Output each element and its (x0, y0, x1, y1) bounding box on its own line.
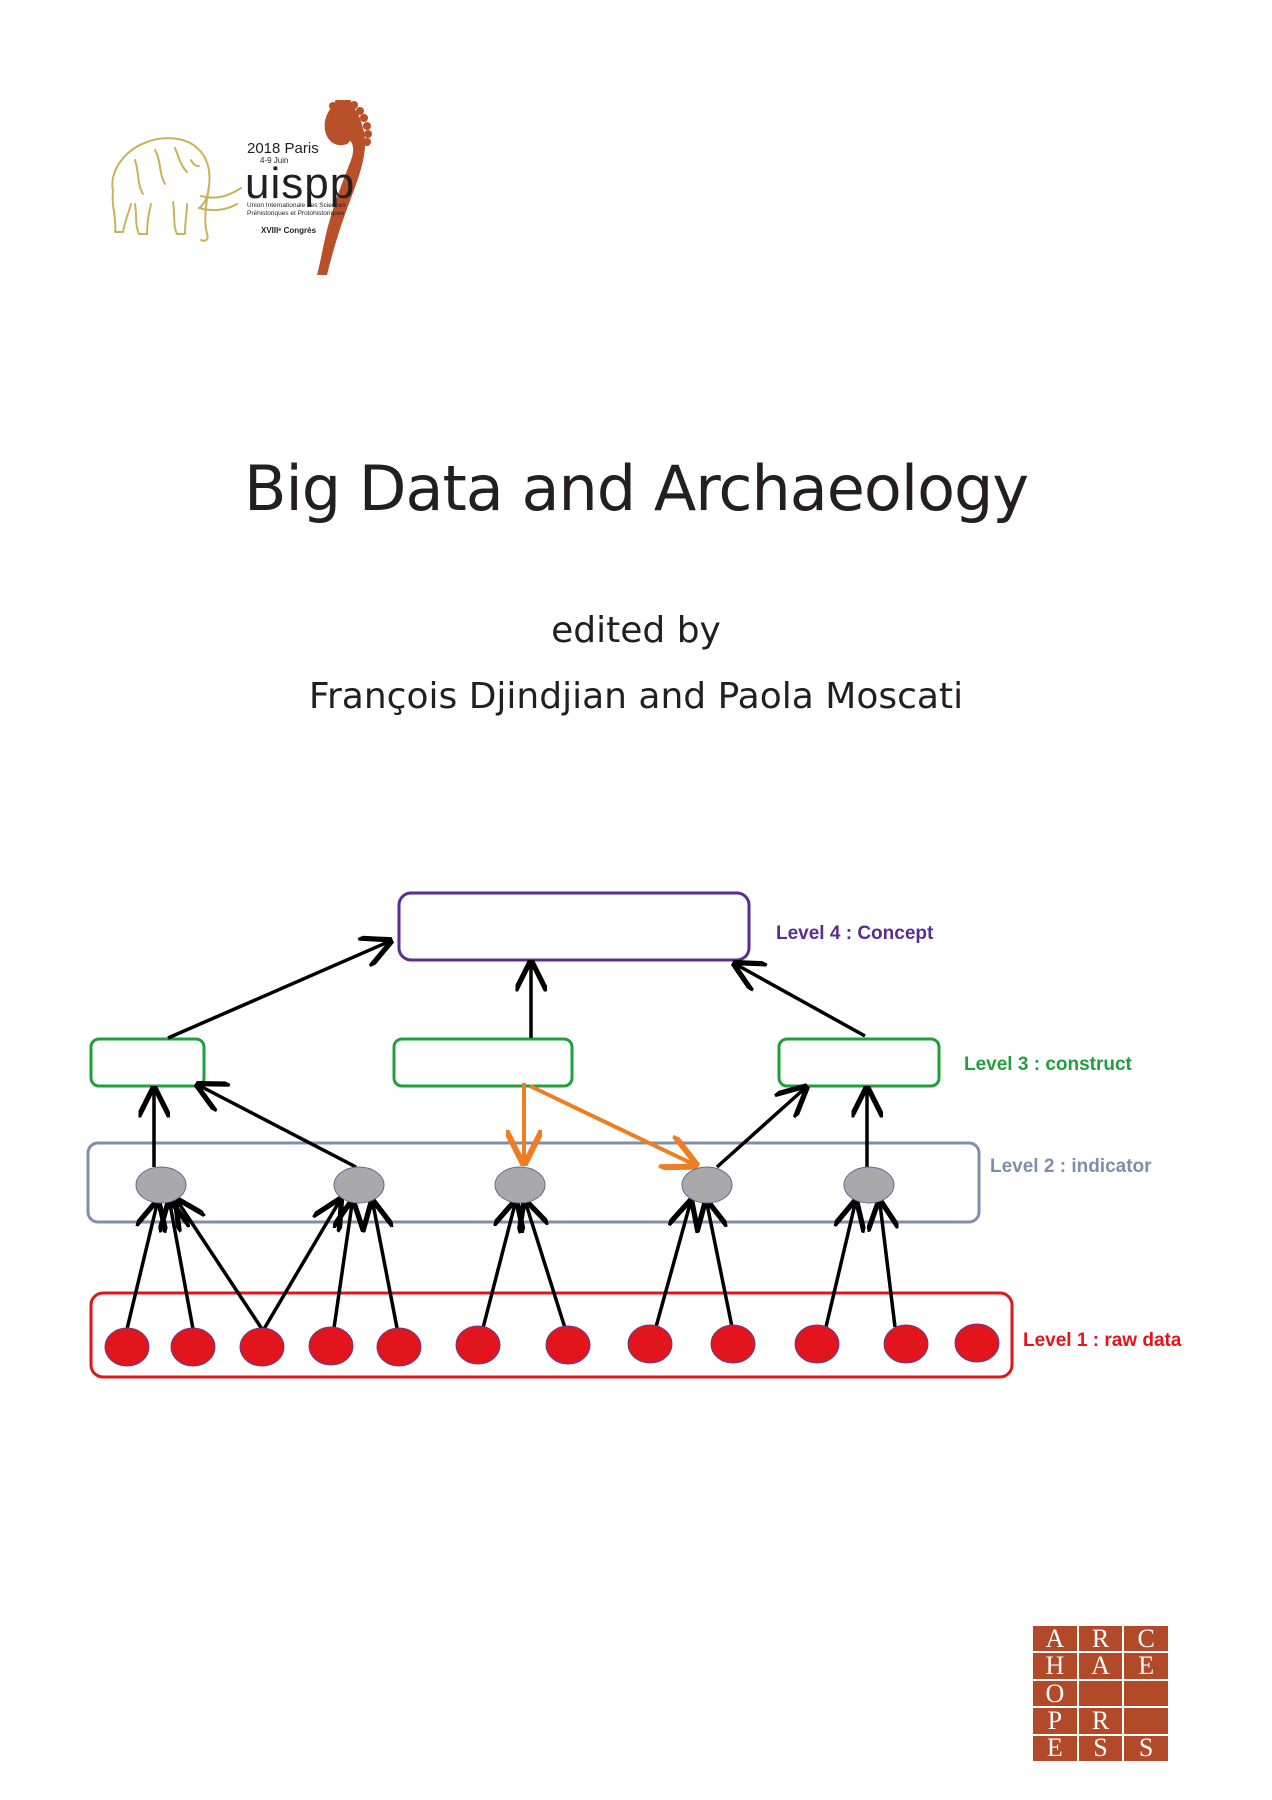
logo-letter: E (1123, 1652, 1169, 1680)
logo-letter: A (1032, 1625, 1078, 1653)
level2-to-level3-arrows (154, 1086, 867, 1169)
logo-letter-empty: E (1032, 1734, 1078, 1762)
level1-nodes (104, 1323, 1000, 1367)
raw-data-node (794, 1324, 840, 1364)
raw-data-node (954, 1323, 1000, 1363)
level1-to-level2-arrows (125, 1202, 895, 1330)
level2-nodes (135, 1166, 895, 1204)
raw-data-node (376, 1327, 422, 1367)
mammoth-icon (111, 137, 242, 242)
raw-data-node (170, 1327, 216, 1367)
indicator-node (494, 1166, 546, 1204)
crook-icon (317, 100, 372, 275)
raw-data-node (455, 1325, 501, 1365)
raw-data-node (239, 1327, 285, 1367)
logo-org: Union Internationale des Sciences Préhis… (247, 202, 346, 217)
logo-letter-empty: S (1077, 1734, 1124, 1762)
logo-letter: C (1123, 1625, 1169, 1653)
logo-letter: O (1032, 1679, 1078, 1708)
raw-data-node (545, 1325, 591, 1365)
level1-label: Level 1 : raw data (1023, 1330, 1182, 1351)
level3-label: Level 3 : construct (964, 1054, 1133, 1075)
logo-congress: XVIIIᵉ Congrès (261, 226, 317, 235)
level2-label: Level 2 : indicator (990, 1156, 1152, 1177)
level3-box-center (392, 1037, 574, 1088)
logo-letter: H (1032, 1652, 1078, 1680)
indicator-node (843, 1166, 895, 1204)
book-title: Big Data and Archaeology (243, 452, 1029, 525)
level4-label: Level 4 : Concept (776, 923, 934, 944)
logo-letter: A (1077, 1652, 1124, 1680)
level3-to-level4-arrows (167, 942, 866, 1040)
logo-letter-empty: S (1123, 1734, 1169, 1762)
uispp-logo: 2018 Paris 4-9 Juin uispp Union Internat… (95, 100, 425, 275)
level4-box (397, 891, 751, 962)
level3-box-left (89, 1037, 206, 1088)
level3-box-right (777, 1037, 941, 1088)
logo-letter: R (1077, 1707, 1124, 1735)
archaeopress-logo: A R C H A E O P R E S S (1032, 1625, 1169, 1762)
mammoth-and-crook-icon (111, 100, 372, 275)
raw-data-node (710, 1324, 756, 1364)
editors: François Djindjian and Paola Moscati (308, 676, 964, 717)
logo-dates: 4-9 Juin (260, 156, 289, 165)
logo-letter (1123, 1707, 1169, 1735)
raw-data-node (308, 1326, 354, 1366)
logo-letter (1123, 1679, 1169, 1708)
highlight-arrows (524, 1083, 693, 1164)
raw-data-node (627, 1324, 673, 1364)
raw-data-node (883, 1324, 929, 1364)
logo-letter (1077, 1679, 1124, 1708)
logo-name: uispp (245, 159, 356, 208)
edited-by-label: edited by (551, 610, 721, 651)
indicator-node (681, 1166, 733, 1204)
logo-year-city: 2018 Paris (247, 140, 319, 157)
indicator-node (333, 1166, 385, 1204)
logo-letter: P (1032, 1707, 1078, 1735)
indicator-node (135, 1166, 187, 1204)
raw-data-node (104, 1327, 150, 1367)
logo-letter: R (1077, 1625, 1124, 1653)
